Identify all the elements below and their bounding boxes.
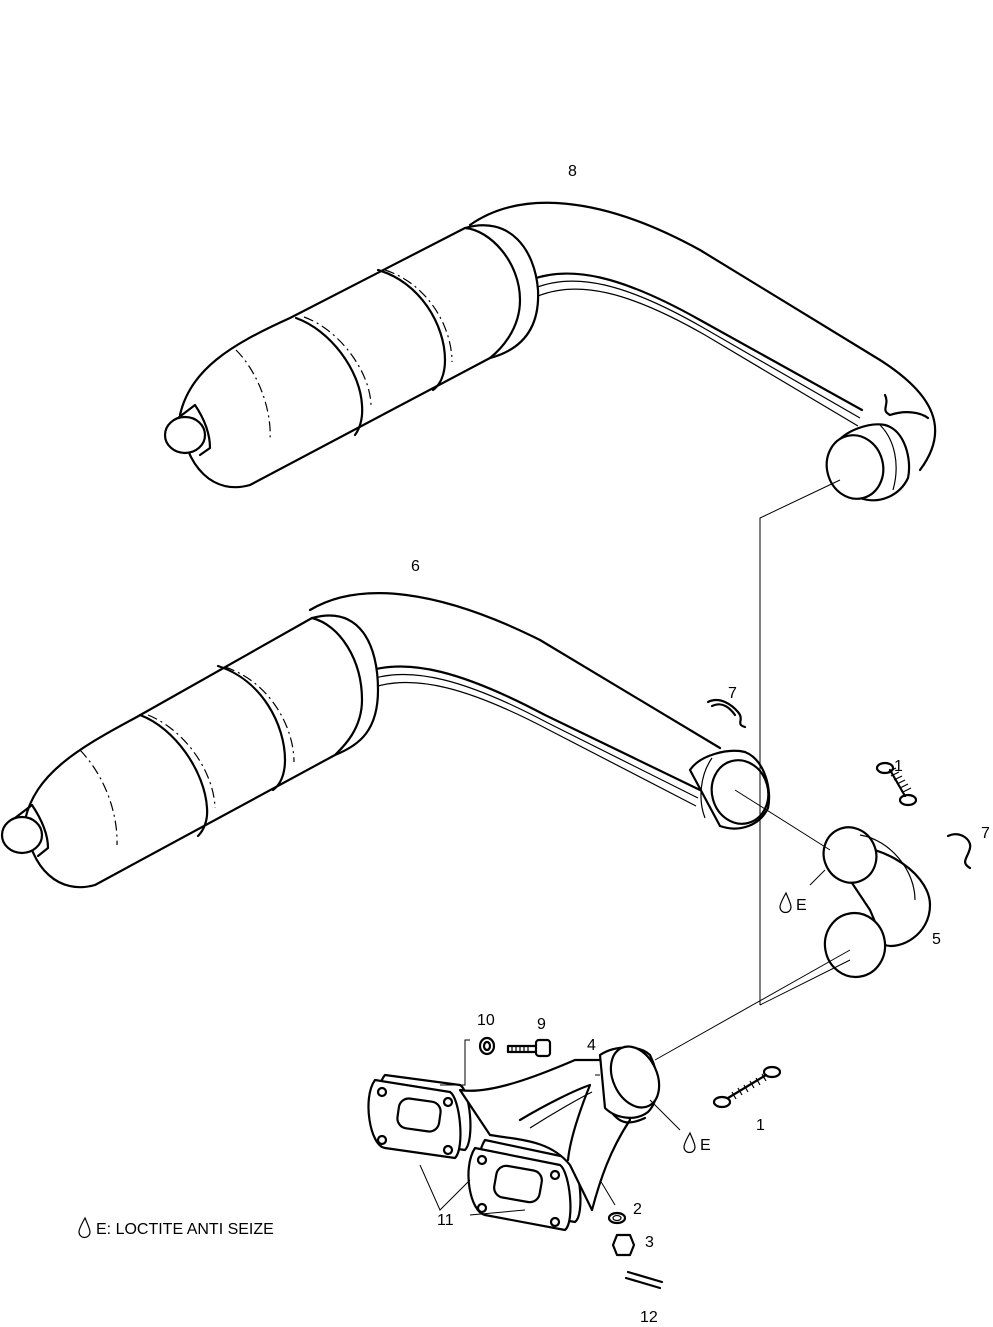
- callout-10: 10: [477, 1012, 495, 1029]
- elbow-part-5: [822, 826, 932, 979]
- callout-8: 8: [568, 163, 577, 180]
- legend-text: E: LOCTITE ANTI SEIZE: [96, 1221, 274, 1238]
- svg-text:E: E: [700, 1137, 711, 1154]
- manifold-part-4: [367, 1036, 664, 1290]
- spring-part-1b: [712, 1065, 782, 1109]
- callout-2: 2: [633, 1201, 642, 1218]
- spring-part-1a: [875, 761, 918, 807]
- callout-12: 12: [640, 1309, 658, 1322]
- spring-hook-7a: [706, 698, 747, 729]
- drop-icon: [78, 1216, 91, 1239]
- callout-5: 5: [932, 931, 941, 948]
- callout-6: 6: [411, 558, 420, 575]
- drop-icon: [683, 1131, 696, 1154]
- callout-3: 3: [645, 1234, 654, 1251]
- callout-9: 9: [537, 1016, 546, 1033]
- callout-7-right: 7: [981, 825, 990, 842]
- drop-icon: [779, 891, 792, 914]
- callout-4: 4: [587, 1037, 596, 1054]
- note-e-upper: E: [779, 891, 807, 914]
- spring-hook-7b: [946, 833, 972, 870]
- note-e-lower: E: [683, 1131, 711, 1154]
- callout-11: 11: [437, 1212, 454, 1229]
- muffler-part-8: [163, 201, 937, 502]
- svg-text:E: E: [796, 897, 807, 914]
- muffler-part-6: [0, 592, 771, 889]
- alignment-lines: [419, 479, 851, 1216]
- callout-1-lower: 1: [756, 1117, 765, 1134]
- callout-7-upper: 7: [728, 685, 737, 702]
- legend-note: E: LOCTITE ANTI SEIZE: [78, 1216, 274, 1239]
- callout-1-upper: 1: [894, 758, 903, 775]
